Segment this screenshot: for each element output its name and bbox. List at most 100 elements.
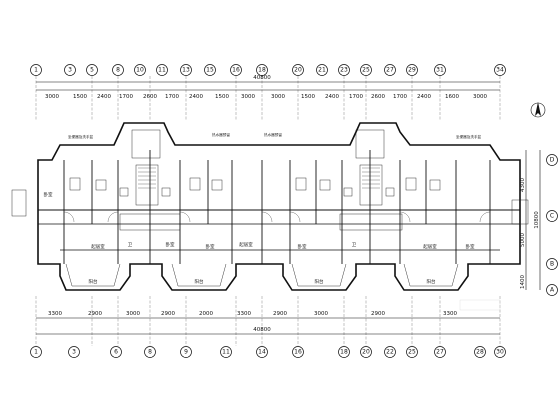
balcony-label: 阳台 xyxy=(427,278,436,285)
axis-bubble: 27 xyxy=(384,64,396,76)
dimension-text: 4300 xyxy=(520,178,526,192)
svg-text:D: D xyxy=(550,157,555,164)
axis-bubble: 5 xyxy=(86,64,98,76)
dimension-text: 2400 xyxy=(189,94,203,100)
axis-bubble: 8 xyxy=(144,346,156,358)
svg-text:30: 30 xyxy=(496,349,504,356)
dimension-text: 1600 xyxy=(445,94,459,100)
svg-text:B: B xyxy=(550,261,554,268)
axis-bubble: 25 xyxy=(360,64,372,76)
dimension-text: 2600 xyxy=(371,94,385,100)
axis-bubble: 30 xyxy=(494,346,506,358)
svg-text:16: 16 xyxy=(232,67,240,74)
svg-text:16: 16 xyxy=(294,349,302,356)
svg-text:20: 20 xyxy=(362,349,370,356)
svg-text:11: 11 xyxy=(222,349,230,356)
svg-text:8: 8 xyxy=(148,349,152,356)
svg-text:10: 10 xyxy=(136,67,144,74)
dimension-text: 3000 xyxy=(126,311,140,317)
axis-bubble: 34 xyxy=(494,64,506,76)
dimension-text: 2000 xyxy=(199,311,213,317)
svg-text:28: 28 xyxy=(476,349,484,356)
svg-text:9: 9 xyxy=(184,349,188,356)
axis-bubble: 28 xyxy=(474,346,486,358)
dimension-text: 2900 xyxy=(161,311,175,317)
dimension-text: 1700 xyxy=(393,94,407,100)
balcony-label: 阳台 xyxy=(89,278,98,285)
axis-bubble: 18 xyxy=(338,346,350,358)
dimension-text: 2400 xyxy=(325,94,339,100)
svg-text:1: 1 xyxy=(34,349,38,356)
svg-text:15: 15 xyxy=(206,67,214,74)
svg-text:6: 6 xyxy=(114,349,118,356)
axis-bubble: 20 xyxy=(360,346,372,358)
room-label: 卧室 xyxy=(44,191,53,198)
axis-bubble: 1 xyxy=(30,64,42,76)
dimension-text: 1500 xyxy=(301,94,315,100)
axis-bubble: 10 xyxy=(134,64,146,76)
dimension-lines xyxy=(36,81,541,335)
svg-text:23: 23 xyxy=(340,67,348,74)
svg-text:8: 8 xyxy=(116,67,120,74)
svg-text:27: 27 xyxy=(386,67,394,74)
svg-text:3: 3 xyxy=(68,67,72,74)
dimension-text: 1500 xyxy=(215,94,229,100)
svg-text:29: 29 xyxy=(408,67,416,74)
dimension-text: 10800 xyxy=(534,211,540,229)
axis-bubble: 15 xyxy=(204,64,216,76)
axis-bubble: C xyxy=(546,210,558,222)
axis-bubble: 14 xyxy=(256,346,268,358)
room-label: 卧室 xyxy=(206,243,215,250)
dimension-text: 3000 xyxy=(473,94,487,100)
room-labels: 卧室卫起居室卧室卧室起居室卧室卫起居室卧室阳台阳台阳台阳台坐便器及洗手盆热水器预… xyxy=(44,132,482,285)
svg-text:34: 34 xyxy=(496,67,504,74)
bottom-total-dimension: 40800 xyxy=(253,327,271,333)
room-label: 卫 xyxy=(352,242,357,248)
room-label: 起居室 xyxy=(91,243,105,250)
watermark xyxy=(459,299,501,311)
annotation-note: 坐便器及洗手盆 xyxy=(68,134,94,139)
axis-bubble: 25 xyxy=(406,346,418,358)
axis-bubble: 21 xyxy=(316,64,328,76)
axis-bubble: 29 xyxy=(406,64,418,76)
annotation-note: 热水器预留 xyxy=(212,132,230,137)
dimension-text: 3300 xyxy=(48,311,62,317)
axis-bubble: B xyxy=(546,258,558,270)
balcony-label: 阳台 xyxy=(315,278,324,285)
room-label: 卧室 xyxy=(166,241,175,248)
dimension-text: 2900 xyxy=(273,311,287,317)
svg-text:20: 20 xyxy=(294,67,302,74)
axis-bubble: 8 xyxy=(112,64,124,76)
top-dimension-texts: 3000 1500 2400 1700 2600 1700 2400 1500 3000 3000… xyxy=(45,94,487,100)
svg-text:25: 25 xyxy=(362,67,370,74)
svg-text:1: 1 xyxy=(34,67,38,74)
room-label: 卫 xyxy=(128,242,133,248)
axis-bubble: 31 xyxy=(434,64,446,76)
axis-bubble: 22 xyxy=(384,346,396,358)
dimension-text: 1700 xyxy=(165,94,179,100)
svg-text:13: 13 xyxy=(182,67,190,74)
dimension-text: 1700 xyxy=(119,94,133,100)
svg-text:21: 21 xyxy=(318,67,326,74)
dimension-text: 3300 xyxy=(237,311,251,317)
axis-bubble: 3 xyxy=(68,346,80,358)
dimension-text: 2600 xyxy=(143,94,157,100)
annotation-note: 热水器预留 xyxy=(264,132,282,137)
dimension-text: 2400 xyxy=(417,94,431,100)
dimension-text: 5000 xyxy=(520,233,526,247)
axis-bubble: 9 xyxy=(180,346,192,358)
svg-text:5: 5 xyxy=(90,67,94,74)
svg-text:3: 3 xyxy=(72,349,76,356)
axis-bubble: 18 xyxy=(256,64,268,76)
axis-bubble: 3 xyxy=(64,64,76,76)
axis-bubble: 11 xyxy=(220,346,232,358)
axis-bubble: 23 xyxy=(338,64,350,76)
dimension-text: 3000 xyxy=(241,94,255,100)
dimension-text: 3000 xyxy=(45,94,59,100)
room-label: 起居室 xyxy=(239,241,253,248)
dimension-text: 1500 xyxy=(73,94,87,100)
balcony-label: 阳台 xyxy=(195,278,204,285)
